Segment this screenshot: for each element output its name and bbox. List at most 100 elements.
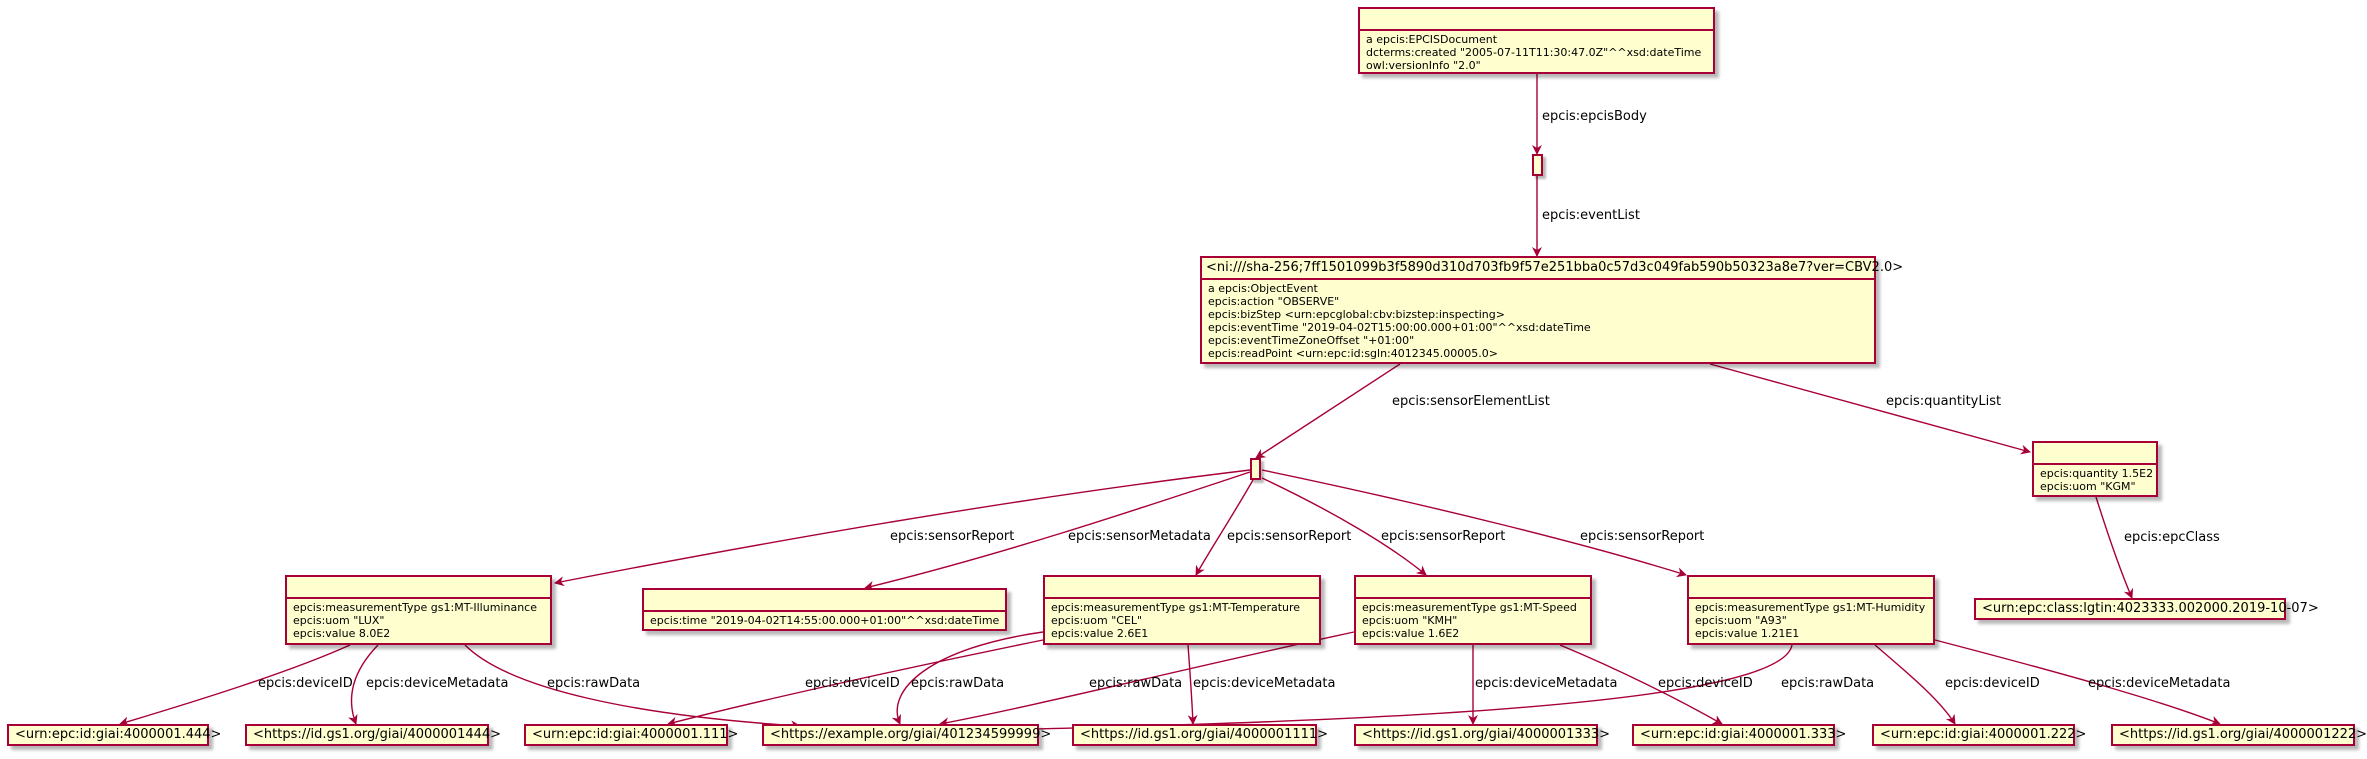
edge-label-device-id: epcis:deviceID bbox=[1658, 676, 1753, 691]
edge-label-quantity-list: epcis:quantityList bbox=[1886, 394, 2002, 409]
blank-node-body bbox=[1532, 154, 1543, 176]
node-body: epcis:measurementType gs1:MT-Speed epcis… bbox=[1356, 597, 1590, 642]
edge-label-device-metadata: epcis:deviceMetadata bbox=[2088, 676, 2231, 691]
node-header: <ni:///sha-256;7ff1501099b3f5890d310d703… bbox=[1206, 260, 1904, 275]
edge-label-sensor-report: epcis:sensorReport bbox=[1580, 529, 1705, 544]
edge-label-sensor-report: epcis:sensorReport bbox=[1381, 529, 1506, 544]
edge-label-epcis-body: epcis:epcisBody bbox=[1542, 109, 1647, 124]
leaf-device-id-111: <urn:epc:id:giai:4000001.111> bbox=[524, 724, 738, 746]
node-header bbox=[2034, 443, 2156, 463]
node-line: epcis:bizStep <urn:epcglobal:cbv:bizstep… bbox=[1208, 308, 1505, 321]
node-line: epcis:eventTimeZoneOffset "+01:00" bbox=[1208, 334, 1415, 347]
edge-label-raw-data: epcis:rawData bbox=[547, 676, 641, 691]
node-header bbox=[287, 577, 550, 597]
leaf-device-metadata-111: <https://id.gs1.org/giai/4000001111> bbox=[1072, 724, 1328, 746]
leaf-epc-class: <urn:epc:class:lgtin:4023333.002000.2019… bbox=[1974, 598, 2319, 620]
node-line: a epcis:EPCISDocument bbox=[1366, 33, 1498, 46]
quantity-node: epcis:quantity 1.5E2 epcis:uom "KGM" bbox=[2032, 441, 2158, 497]
edge-sensor-element-list bbox=[1255, 363, 1401, 459]
node-line: epcis:action "OBSERVE" bbox=[1208, 295, 1340, 308]
node-line: epcis:uom "KGM" bbox=[2040, 480, 2136, 493]
edge-quantity-list bbox=[1709, 363, 2031, 455]
node-line: epcis:uom "LUX" bbox=[293, 614, 385, 627]
edge-label-device-metadata: epcis:deviceMetadata bbox=[1193, 676, 1336, 691]
edge-sensor-metadata bbox=[864, 471, 1251, 591]
sensor-report-speed-node: epcis:measurementType gs1:MT-Speed epcis… bbox=[1354, 575, 1592, 645]
edge-label-raw-data: epcis:rawData bbox=[1781, 676, 1875, 691]
edge-label-sensor-report: epcis:sensorReport bbox=[1227, 529, 1352, 544]
sensor-report-humidity-node: epcis:measurementType gs1:MT-Humidity ep… bbox=[1687, 575, 1935, 645]
node-line: dcterms:created "2005-07-11T11:30:47.0Z"… bbox=[1366, 46, 1702, 59]
node-line: epcis:value 8.0E2 bbox=[293, 627, 391, 640]
edge-label-sensor-element-list: epcis:sensorElementList bbox=[1392, 394, 1550, 409]
node-line: epcis:readPoint <urn:epc:id:sgln:4012345… bbox=[1208, 347, 1498, 360]
edge-label-event-list: epcis:eventList bbox=[1542, 208, 1640, 223]
node-line: a epcis:ObjectEvent bbox=[1208, 282, 1318, 295]
edge-device-metadata-444 bbox=[348, 644, 379, 725]
node-line: epcis:value 1.6E2 bbox=[1362, 627, 1460, 640]
node-line: epcis:uom "CEL" bbox=[1051, 614, 1143, 627]
node-body: a epcis:EPCISDocument dcterms:created "2… bbox=[1360, 29, 1713, 74]
node-header bbox=[1356, 577, 1590, 597]
leaf-device-metadata-333: <https://id.gs1.org/giai/4000001333> bbox=[1354, 724, 1610, 746]
edge-device-id-444 bbox=[119, 644, 351, 727]
edge-label-device-metadata: epcis:deviceMetadata bbox=[1475, 676, 1618, 691]
object-event-node: <ni:///sha-256;7ff1501099b3f5890d310d703… bbox=[1200, 256, 1904, 364]
edge-label-raw-data: epcis:rawData bbox=[1089, 676, 1183, 691]
sensor-metadata-node: epcis:time "2019-04-02T14:55:00.000+01:0… bbox=[642, 588, 1007, 631]
edge-label-sensor-report: epcis:sensorReport bbox=[890, 529, 1015, 544]
edge-label-epc-class: epcis:epcClass bbox=[2124, 530, 2220, 545]
node-line: epcis:value 2.6E1 bbox=[1051, 627, 1149, 640]
leaf-device-metadata-222: <https://id.gs1.org/giai/4000001222> bbox=[2111, 724, 2367, 746]
node-line: epcis:measurementType gs1:MT-Temperature bbox=[1051, 601, 1301, 614]
edge-sensor-report-humidity bbox=[1261, 469, 1687, 578]
edge-label-raw-data: epcis:rawData bbox=[911, 676, 1005, 691]
node-body: a epcis:ObjectEvent epcis:action "OBSERV… bbox=[1202, 278, 1874, 362]
leaf-raw-data: <https://example.org/giai/401234599999> bbox=[762, 724, 1051, 746]
node-body: epcis:measurementType gs1:MT-Illuminance… bbox=[287, 597, 550, 642]
edge-device-metadata-222 bbox=[1934, 639, 2221, 726]
edge-label-device-metadata: epcis:deviceMetadata bbox=[366, 676, 509, 691]
node-body: epcis:quantity 1.5E2 epcis:uom "KGM" bbox=[2034, 463, 2156, 495]
node-header bbox=[644, 590, 1005, 610]
node-header bbox=[1045, 577, 1319, 597]
edge-label-device-id: epcis:deviceID bbox=[1945, 676, 2040, 691]
node-line: epcis:eventTime "2019-04-02T15:00:00.000… bbox=[1208, 321, 1591, 334]
sensor-report-temperature-node: epcis:measurementType gs1:MT-Temperature… bbox=[1043, 575, 1321, 645]
node-line: epcis:time "2019-04-02T14:55:00.000+01:0… bbox=[650, 614, 1000, 627]
sensor-report-illuminance-node: epcis:measurementType gs1:MT-Illuminance… bbox=[285, 575, 552, 645]
leaf-device-id-444: <urn:epc:id:giai:4000001.444> bbox=[7, 724, 221, 746]
leaf-device-metadata-444: <https://id.gs1.org/giai/4000001444> bbox=[245, 724, 501, 746]
node-header bbox=[1360, 9, 1713, 29]
edge-raw-data-temperature bbox=[891, 631, 1044, 725]
edge-epc-class bbox=[2095, 496, 2134, 599]
edge-device-id-333 bbox=[1559, 644, 1723, 725]
edge-sensor-report-speed bbox=[1261, 477, 1427, 576]
edge-device-id-111 bbox=[667, 639, 1044, 727]
node-body: epcis:measurementType gs1:MT-Humidity ep… bbox=[1689, 597, 1933, 642]
node-line: epcis:measurementType gs1:MT-Humidity bbox=[1695, 601, 1926, 614]
blank-node-sensor-list bbox=[1250, 458, 1261, 480]
node-line: epcis:uom "A93" bbox=[1695, 614, 1787, 627]
edge-label-sensor-metadata: epcis:sensorMetadata bbox=[1068, 529, 1211, 544]
node-header bbox=[1689, 577, 1933, 597]
edges-layer bbox=[119, 74, 2221, 735]
edge-label-device-id: epcis:deviceID bbox=[805, 676, 900, 691]
edge-raw-data-speed bbox=[939, 631, 1355, 728]
node-line: epcis:quantity 1.5E2 bbox=[2040, 467, 2154, 480]
node-line: owl:versionInfo "2.0" bbox=[1366, 59, 1481, 72]
node-body: epcis:time "2019-04-02T14:55:00.000+01:0… bbox=[644, 610, 1005, 629]
node-body: epcis:measurementType gs1:MT-Temperature… bbox=[1045, 597, 1319, 642]
node-line: epcis:measurementType gs1:MT-Illuminance bbox=[293, 601, 537, 614]
leaf-device-id-222: <urn:epc:id:giai:4000001.222> bbox=[1872, 724, 2086, 746]
edge-device-id-222 bbox=[1874, 644, 1956, 725]
epcis-document-node: a epcis:EPCISDocument dcterms:created "2… bbox=[1358, 7, 1715, 74]
node-line: epcis:value 1.21E1 bbox=[1695, 627, 1800, 640]
edge-label-device-id: epcis:deviceID bbox=[258, 676, 353, 691]
edge-sensor-report-temperature bbox=[1195, 479, 1254, 576]
leaf-device-id-333: <urn:epc:id:giai:4000001.333> bbox=[1632, 724, 1846, 746]
node-line: epcis:uom "KMH" bbox=[1362, 614, 1458, 627]
edge-raw-data-illuminance bbox=[464, 644, 801, 731]
node-line: epcis:measurementType gs1:MT-Speed bbox=[1362, 601, 1577, 614]
